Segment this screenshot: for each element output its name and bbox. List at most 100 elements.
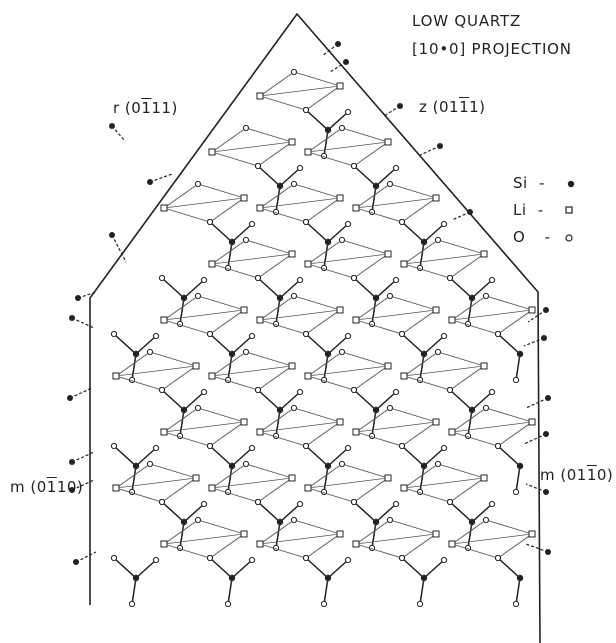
- si-o-bond: [371, 297, 377, 325]
- oxygen-atom: [248, 220, 256, 228]
- si-o-bond: [423, 223, 445, 243]
- lithium-atom: [528, 306, 536, 314]
- o-legend-symbol: [565, 234, 573, 242]
- oxygen-atom: [386, 404, 394, 412]
- surface-silicon-atom: [545, 395, 551, 401]
- lithium-atom: [256, 204, 264, 212]
- oxygen-atom: [350, 498, 358, 506]
- lithium-atom: [240, 194, 248, 202]
- si-o-bond: [231, 559, 253, 579]
- silicon-atom: [420, 462, 428, 470]
- oxygen-atom: [338, 124, 346, 132]
- face-label-m-left-suffix: 10): [56, 478, 84, 496]
- oxygen-atom: [242, 348, 250, 356]
- si-o-bond: [323, 353, 329, 381]
- lattice-diagonal: [403, 477, 485, 489]
- oxygen-atom: [302, 554, 310, 562]
- lithium-atom: [336, 194, 344, 202]
- si-o-bond: [257, 277, 281, 299]
- si-o-bond: [305, 109, 329, 131]
- lithium-atom: [384, 138, 392, 146]
- lithium-atom: [480, 474, 488, 482]
- lithium-atom: [400, 372, 408, 380]
- si-o-bond: [179, 409, 185, 437]
- lattice-diagonal: [355, 421, 437, 433]
- silicon-atom: [228, 350, 236, 358]
- si-o-bond: [327, 559, 349, 579]
- oxygen-atom: [344, 108, 352, 116]
- surface-silicon-atom: [543, 489, 549, 495]
- lattice-diagonal: [259, 533, 341, 545]
- surface-silicon-atom: [147, 179, 153, 185]
- oxygen-atom: [416, 600, 424, 608]
- silicon-atom: [132, 350, 140, 358]
- oxygen-atom: [344, 332, 352, 340]
- lithium-atom: [112, 484, 120, 492]
- surface-silicon-atom: [467, 209, 473, 215]
- oxygen-atom: [224, 600, 232, 608]
- lithium-atom: [432, 418, 440, 426]
- surface-silicon-atom: [335, 41, 341, 47]
- dangling-bond: [525, 543, 549, 553]
- lattice-diagonal: [451, 309, 533, 321]
- lithium-atom: [480, 250, 488, 258]
- oxygen-atom: [248, 444, 256, 452]
- si-o-bond: [449, 389, 473, 411]
- oxygen-atom: [248, 332, 256, 340]
- silicon-atom: [180, 406, 188, 414]
- si-o-bond: [305, 333, 329, 355]
- face-label-m-left-bar: 1: [46, 478, 57, 496]
- oxygen-atom: [482, 292, 490, 300]
- si-o-bond: [515, 353, 521, 381]
- oxygen-atom: [434, 348, 442, 356]
- lithium-atom: [240, 530, 248, 538]
- si-o-bond: [279, 503, 301, 523]
- oxygen-atom: [152, 332, 160, 340]
- si-o-bond: [209, 333, 233, 355]
- si-o-bond: [419, 241, 425, 269]
- lattice-diagonal: [403, 253, 485, 265]
- oxygen-atom: [392, 388, 400, 396]
- silicon-atom: [276, 182, 284, 190]
- lithium-atom: [112, 372, 120, 380]
- oxygen-atom: [158, 274, 166, 282]
- lattice-diagonal: [355, 309, 437, 321]
- lithium-atom: [336, 530, 344, 538]
- face-label-m-right: m (0110): [540, 468, 613, 483]
- surface-silicon-atom: [109, 232, 115, 238]
- face-label-z-bar: 1: [459, 98, 470, 116]
- title-line-2: [10•0] PROJECTION: [412, 40, 572, 58]
- silicon-atom: [132, 574, 140, 582]
- surface-silicon-atom: [437, 143, 443, 149]
- lattice-diagonal: [211, 365, 293, 377]
- si-o-bond: [375, 391, 397, 411]
- surface-silicon-atom: [75, 295, 81, 301]
- face-label-m-left-prefix: m (0: [10, 478, 47, 496]
- si-o-bond: [375, 503, 397, 523]
- silicon-atom: [420, 350, 428, 358]
- lithium-atom: [256, 316, 264, 324]
- legend-row-o: O -: [513, 230, 551, 245]
- lithium-atom: [160, 316, 168, 324]
- oxygen-atom: [290, 516, 298, 524]
- dangling-bond: [111, 234, 127, 263]
- lattice-diagonal: [355, 533, 437, 545]
- crystal-lattice: [67, 41, 551, 608]
- oxygen-atom: [194, 404, 202, 412]
- lithium-atom: [208, 484, 216, 492]
- lattice-diagonal: [451, 421, 533, 433]
- lithium-atom: [288, 250, 296, 258]
- lithium-atom: [448, 316, 456, 324]
- face-label-r-bar: 1: [141, 99, 152, 117]
- lithium-atom: [432, 306, 440, 314]
- si-o-bond: [327, 111, 349, 131]
- surface-silicon-atom: [69, 459, 75, 465]
- oxygen-atom: [434, 236, 442, 244]
- silicon-atom: [516, 574, 524, 582]
- si-o-bond: [449, 277, 473, 299]
- oxygen-atom: [242, 460, 250, 468]
- lithium-atom: [528, 418, 536, 426]
- oxygen-atom: [206, 218, 214, 226]
- silicon-atom: [372, 294, 380, 302]
- lithium-atom: [208, 260, 216, 268]
